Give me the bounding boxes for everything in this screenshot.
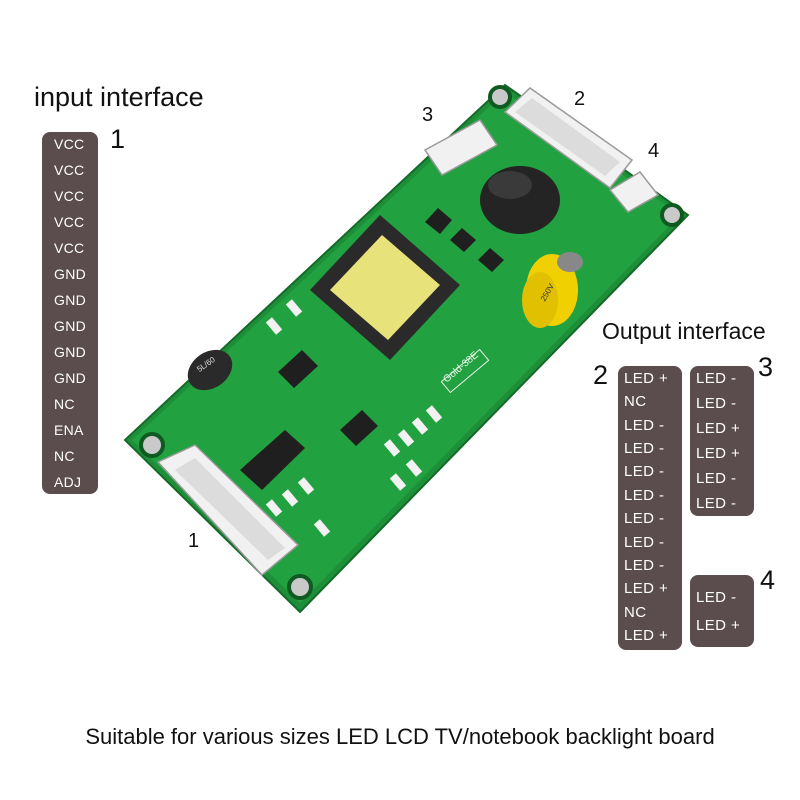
output-pin: LED - [624,510,665,528]
input-pin: VCC [54,136,85,152]
caption: Suitable for various sizes LED LCD TV/no… [85,724,715,749]
output-2-pin-panel: LED + NC LED - LED - LED - LED - LED - L… [618,366,682,650]
output-pin: LED - [696,395,737,412]
input-pin: GND [54,344,87,360]
input-connector-number: 1 [110,124,126,154]
board-label-3: 3 [422,104,434,126]
output-pin: LED + [696,445,741,462]
output-pin: LED - [696,470,737,487]
output-pin: LED - [624,416,665,434]
output-3-pin-panel: LED - LED - LED + LED + LED - LED - [690,366,754,516]
connector-2 [503,87,634,190]
input-pin: VCC [54,214,85,230]
board-label-4: 4 [648,140,660,162]
input-pin: NC [54,448,75,464]
output-pin: NC [624,603,647,621]
input-pin: GND [54,370,87,386]
input-pin: ENA [54,422,84,438]
input-pin: VCC [54,188,85,204]
capacitor [522,252,583,328]
input-pin: VCC [54,162,85,178]
output-connector-2-number: 2 [593,360,609,390]
output-connector-3-number: 3 [758,352,774,382]
output-pin: NC [624,393,647,411]
output-interface-title: Output interface [602,318,766,344]
inductor [480,166,560,234]
input-pin: ADJ [54,474,82,490]
connector-4 [608,171,660,213]
output-pin: LED - [624,486,665,504]
output-connector-4-number: 4 [760,565,776,595]
silkscreen-label [440,348,490,394]
output-4-pin-panel: LED - LED + [690,575,754,647]
output-pin: LED + [696,616,741,634]
output-pin: LED - [696,588,737,606]
output-pin: LED - [696,495,737,512]
input-interface-title: input interface [34,82,204,112]
connector-1 [156,444,300,577]
transformer [310,215,460,360]
output-pin: LED - [624,440,665,458]
small-inductor [187,349,233,391]
input-pin: NC [54,396,75,412]
input-pin: VCC [54,240,85,256]
mounting-holes [139,85,684,600]
input-pin: GND [54,266,87,282]
output-pin: LED + [624,580,669,598]
smd-components [265,299,443,537]
output-pin: LED + [624,626,669,644]
board-label-1: 1 [188,530,200,552]
output-pin: LED - [624,463,665,481]
input-pin: GND [54,318,87,334]
output-pin: LED + [696,420,741,437]
output-pin: LED + [624,370,669,387]
connector-3 [423,119,499,176]
board-label-2: 2 [574,88,586,110]
input-pin: GND [54,292,87,308]
output-pin: LED - [624,533,665,551]
ic-chips [240,208,504,490]
input-pin-panel: VCC VCC VCC VCC VCC GND GND GND GND GND … [42,132,98,494]
output-pin: LED - [624,556,665,574]
output-pin: LED - [696,370,737,387]
